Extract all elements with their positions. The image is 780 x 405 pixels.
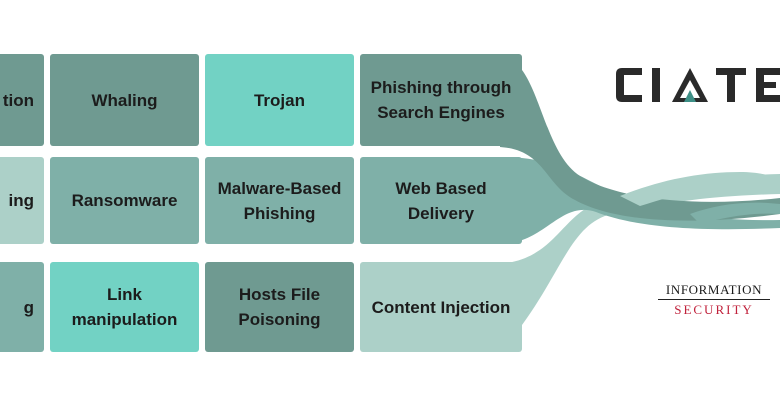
infosec-line1: INFORMATION (665, 282, 763, 297)
tile-web-based-delivery: Web Based Delivery (360, 157, 522, 244)
tile-malware-based-phishing: Malware-Based Phishing (205, 157, 354, 244)
tile-link-manipulation: Link manipulation (50, 262, 199, 352)
tile-label: Web Based Delivery (395, 178, 487, 223)
tile-label: Link manipulation (71, 285, 178, 329)
tile-label: g (23, 297, 34, 317)
ribbon-twist-1 (620, 172, 780, 206)
tile-row1-col1: tion (0, 54, 44, 146)
tile-content-injection: Content Injection (360, 262, 522, 352)
tile-label: Hosts File Poisoning (238, 285, 321, 329)
tile-row3-col1: g (0, 262, 44, 352)
tile-ransomware: Ransomware (50, 157, 199, 244)
ribbon-twist-2 (690, 202, 780, 224)
ciate-logo (616, 68, 780, 102)
tile-hosts-file-poisoning: Hosts File Poisoning (205, 262, 354, 352)
tile-row2-col1: ing (0, 157, 44, 244)
tile-label: Phishing through Search Engines (370, 78, 512, 122)
tile-whaling: Whaling (50, 54, 199, 146)
tile-trojan: Trojan (205, 54, 354, 146)
tile-label: Trojan (253, 90, 305, 110)
ribbon-phishing-search-engines (500, 55, 780, 221)
tile-label: Whaling (91, 90, 158, 110)
ribbon-content-injection (500, 174, 780, 352)
infosec-line2: SECURITY (674, 302, 754, 317)
tile-phishing-search-engines: Phishing through Search Engines (360, 54, 522, 146)
tile-label: Malware-Based Phishing (217, 178, 342, 223)
information-security-logo: INFORMATION SECURITY (656, 282, 772, 318)
tile-label: Ransomware (71, 191, 178, 210)
tile-label: tion (2, 90, 34, 110)
tile-label: Content Injection (371, 297, 511, 317)
tile-label: ing (8, 191, 35, 210)
infosec-divider (658, 299, 770, 300)
